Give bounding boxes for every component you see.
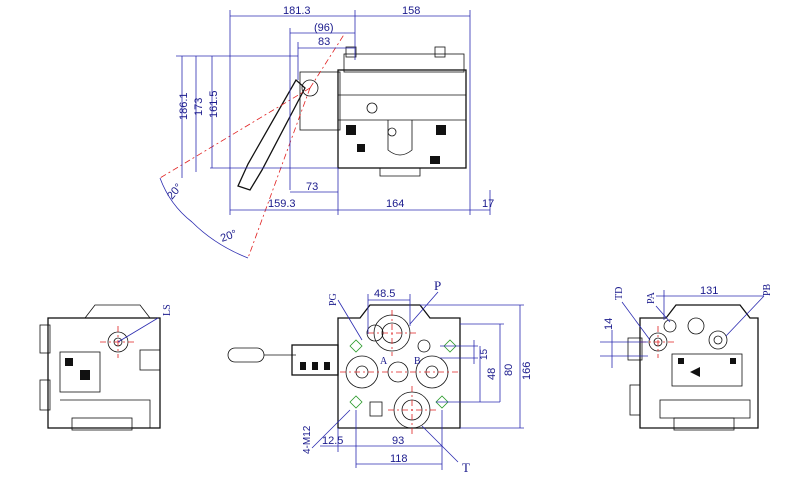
port-pa-label: PA xyxy=(646,291,657,304)
port-p-label: P xyxy=(434,278,441,293)
dim-80: 80 xyxy=(503,364,515,376)
left-side-view: LS xyxy=(39,304,173,431)
port-td-label: TD xyxy=(614,287,625,300)
lever-mount xyxy=(291,344,339,376)
port-a-label: A xyxy=(380,356,388,367)
right-side-view: TD PA PB 131 14 xyxy=(600,283,773,431)
dim-48-5: 48.5 xyxy=(374,288,395,300)
port-ls-label: LS xyxy=(162,304,173,316)
pump-body-right xyxy=(639,304,759,429)
port-pb-label: PB xyxy=(762,283,773,296)
dim-12-5: 12.5 xyxy=(322,435,343,447)
port-t-label: T xyxy=(462,460,470,475)
dim-166: 166 xyxy=(521,362,533,380)
dim-158: 158 xyxy=(402,5,420,17)
dim-164: 164 xyxy=(386,198,404,210)
port-pg-label: PG xyxy=(328,293,339,306)
dim-131: 131 xyxy=(700,285,718,297)
angle-20-lower: 20° xyxy=(219,228,239,245)
lever-handle xyxy=(227,347,265,363)
dim-17: 17 xyxy=(482,198,494,210)
pump-body-front xyxy=(337,304,461,429)
pump-body-left xyxy=(47,317,161,429)
pump-body-top xyxy=(337,69,467,169)
dim-161-5: 161.5 xyxy=(208,90,220,118)
front-view: P T PG B A 48.5 15 48 80 166 4-M12 12.5 xyxy=(227,278,533,475)
dim-93: 93 xyxy=(392,435,404,447)
dim-159-3: 159.3 xyxy=(268,198,296,210)
control-lever xyxy=(237,78,306,191)
dim-83: 83 xyxy=(318,36,330,48)
dim-118: 118 xyxy=(390,453,408,465)
dim-15: 15 xyxy=(479,348,490,360)
dim-96: (96) xyxy=(314,22,334,34)
port-b-label: B xyxy=(414,356,421,367)
dim-4-m12: 4-M12 xyxy=(302,425,313,454)
dim-181-3: 181.3 xyxy=(283,5,311,17)
top-view: 181.3 158 (96) 83 186.1 173 161.5 73 159… xyxy=(159,5,494,259)
dim-48: 48 xyxy=(486,368,498,380)
dim-186-1: 186.1 xyxy=(178,92,190,120)
angle-20-upper: 20° xyxy=(165,181,185,201)
dim-14: 14 xyxy=(603,318,615,330)
dim-73: 73 xyxy=(306,181,318,193)
dim-173: 173 xyxy=(193,98,205,116)
